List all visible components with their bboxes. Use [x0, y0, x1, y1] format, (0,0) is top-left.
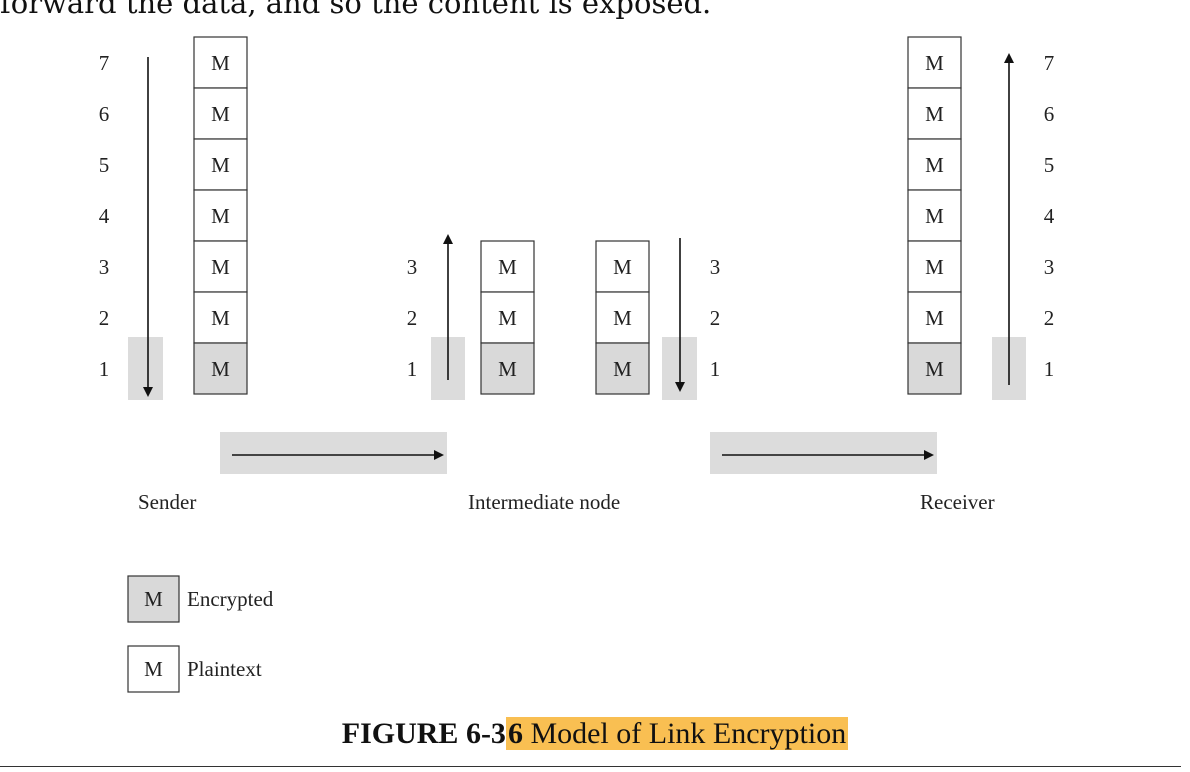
intermediate-in-layer-number-1: 1 [407, 357, 418, 381]
intermediate-in-cell-layer-3-text: M [498, 255, 517, 279]
receiver-cell-layer-7-text: M [925, 51, 944, 75]
intermediate-out-layer-number-1: 1 [710, 357, 721, 381]
receiver-cell-layer-5-text: M [925, 153, 944, 177]
receiver-cell-layer-2 [907, 291, 962, 344]
legend-encrypted-label: Encrypted [187, 587, 274, 611]
legend-encrypted-swatch-text: M [144, 587, 163, 611]
sender-layer-number-1: 1 [99, 357, 110, 381]
receiver-cell-layer-4 [907, 189, 962, 242]
sender-cell-layer-5-text: M [211, 153, 230, 177]
intermediate-in-cell-layer-2-text: M [498, 306, 517, 330]
figure-caption-label: FIGURE 6-3 [341, 717, 506, 750]
legend-plaintext-swatch-text: M [144, 657, 163, 681]
sender-cell-layer-1 [193, 342, 248, 395]
sender-cell-layer-7 [193, 36, 248, 89]
intermediate-out-cell-layer-1 [595, 342, 650, 395]
intermediate-out-cell-layer-2 [595, 291, 650, 344]
intermediate-in-layer-number-3: 3 [407, 255, 418, 279]
intermediate-out-layer-number-2: 2 [710, 306, 721, 330]
receiver-layer-number-6: 6 [1044, 102, 1055, 126]
receiver-cell-layer-2-text: M [925, 306, 944, 330]
intermediate-node-label: Intermediate node [468, 490, 620, 514]
sender-layer1-shade [128, 337, 163, 400]
sender-cell-layer-4 [193, 189, 248, 242]
sender-layer-number-6: 6 [99, 102, 110, 126]
sender-cell-layer-2-text: M [211, 306, 230, 330]
figure-caption: FIGURE 6-36 Model of Link Encryption [0, 716, 1190, 752]
intermediate-out-cell-layer-3-text: M [613, 255, 632, 279]
receiver-label: Receiver [920, 490, 995, 514]
figure-caption-title: Model of Link Encryption [522, 717, 847, 750]
sender-layer-number-3: 3 [99, 255, 110, 279]
bottom-rule [0, 766, 1181, 767]
legend-plaintext-label: Plaintext [187, 657, 262, 681]
receiver-cell-layer-5 [907, 138, 962, 191]
figure-caption-highlight: 6 Model of Link Encryption [505, 717, 849, 750]
legend: M Encrypted M Plaintext [127, 575, 274, 693]
sender-cell-layer-3 [193, 240, 248, 293]
receiver-layer-number-1: 1 [1044, 357, 1055, 381]
sender-cell-layer-5 [193, 138, 248, 191]
intermediate-in-layer-number-2: 2 [407, 306, 418, 330]
receiver-cell-layer-3 [907, 240, 962, 293]
sender-layer-number-4: 4 [99, 204, 110, 228]
receiver-layer-number-2: 2 [1044, 306, 1055, 330]
receiver-layer-number-4: 4 [1044, 204, 1055, 228]
sender-cell-layer-4-text: M [211, 204, 230, 228]
sender-cell-layer-6 [193, 87, 248, 140]
intermediate-in-cell-layer-1 [480, 342, 535, 395]
receiver-cell-layer-1 [907, 342, 962, 395]
receiver-cell-layer-4-text: M [925, 204, 944, 228]
intermediate-out-layer-number-3: 3 [710, 255, 721, 279]
link-intermediate-to-receiver [710, 432, 937, 474]
sender-cell-layer-2 [193, 291, 248, 344]
intermediate-out-cell-layer-1-text: M [613, 357, 632, 381]
receiver-layer-number-3: 3 [1044, 255, 1055, 279]
intermediate-in-cell-layer-2 [480, 291, 535, 344]
intermediate-out-cell-layer-2-text: M [613, 306, 632, 330]
sender-cell-layer-1-text: M [211, 357, 230, 381]
intermediate-in-cell-layer-3 [480, 240, 535, 293]
sender-cell-layer-6-text: M [211, 102, 230, 126]
sender-layer-number-5: 5 [99, 153, 110, 177]
receiver-layer-number-5: 5 [1044, 153, 1055, 177]
sender-layer-number-7: 7 [99, 51, 110, 75]
receiver-cell-layer-3-text: M [925, 255, 944, 279]
legend-encrypted-swatch [127, 575, 180, 623]
sender-layer-number-2: 2 [99, 306, 110, 330]
intermediate-in-cell-layer-1-text: M [498, 357, 517, 381]
page-top-text: forward the data, and so the content is … [0, 0, 712, 20]
sender-cell-layer-3-text: M [211, 255, 230, 279]
receiver-cell-layer-1-text: M [925, 357, 944, 381]
receiver-layer-number-7: 7 [1044, 51, 1055, 75]
legend-plaintext-swatch [127, 645, 180, 693]
sender-label: Sender [138, 490, 196, 514]
receiver-cell-layer-7 [907, 36, 962, 89]
link-sender-to-intermediate [220, 432, 447, 474]
figure-caption-label-digit: 6 [507, 717, 523, 750]
receiver-cell-layer-6-text: M [925, 102, 944, 126]
sender-cell-layer-7-text: M [211, 51, 230, 75]
receiver-cell-layer-6 [907, 87, 962, 140]
